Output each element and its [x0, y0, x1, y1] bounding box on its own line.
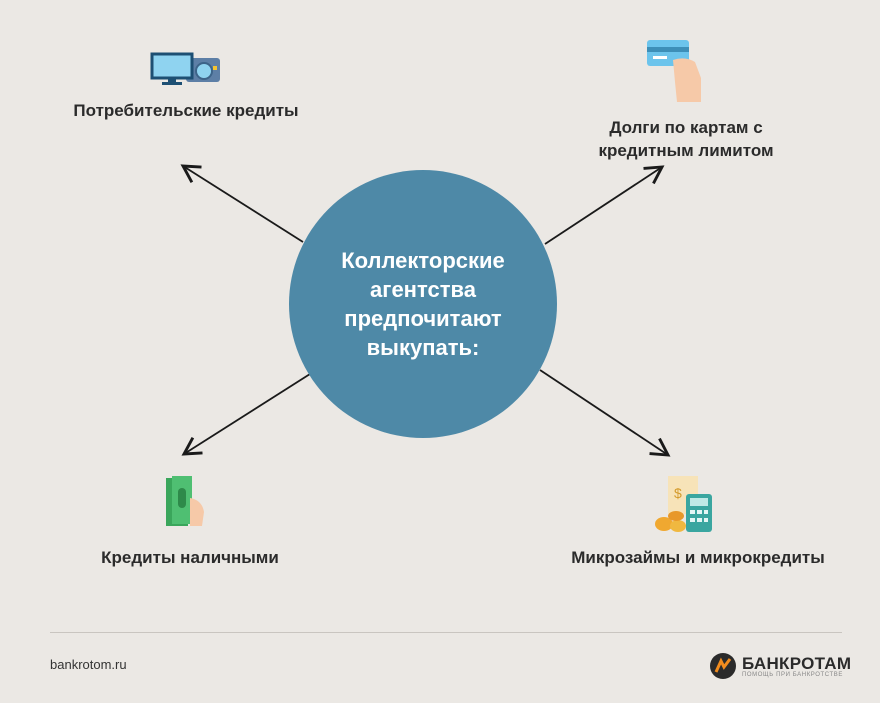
center-circle: Коллекторские агентства предпочитают вык…: [289, 170, 557, 438]
brand-logo: БАНКРОТАМ ПОМОЩЬ ПРИ БАНКРОТСТВЕ: [709, 652, 851, 680]
calculator-coins-icon: $: [655, 476, 712, 532]
label-consumer-loans: Потребительские кредиты: [73, 101, 299, 120]
svg-text:$: $: [674, 485, 682, 501]
logo-icon: [710, 653, 736, 679]
label-microloans: Микрозаймы и микрокредиты: [571, 548, 825, 567]
arrow-top-left: [180, 164, 304, 243]
hand-card-icon: [647, 40, 701, 102]
label-cash-loans: Кредиты наличными: [101, 548, 279, 567]
arrow-bottom-left: [181, 373, 311, 456]
footer-site-link[interactable]: bankrotom.ru: [50, 657, 127, 672]
label-card-debts: Долги по картам с кредитным лимитом: [598, 118, 774, 160]
monitor-camera-icon: [150, 52, 220, 85]
footer-divider: [50, 632, 842, 633]
cash-hand-icon: [166, 476, 204, 526]
brand-name: БАНКРОТАМ: [742, 653, 852, 673]
arrow-bottom-right: [539, 369, 671, 457]
brand-tagline: ПОМОЩЬ ПРИ БАНКРОТСТВЕ: [742, 671, 844, 678]
center-title: Коллекторские агентства предпочитают вык…: [341, 248, 505, 360]
arrow-top-right: [544, 165, 665, 245]
